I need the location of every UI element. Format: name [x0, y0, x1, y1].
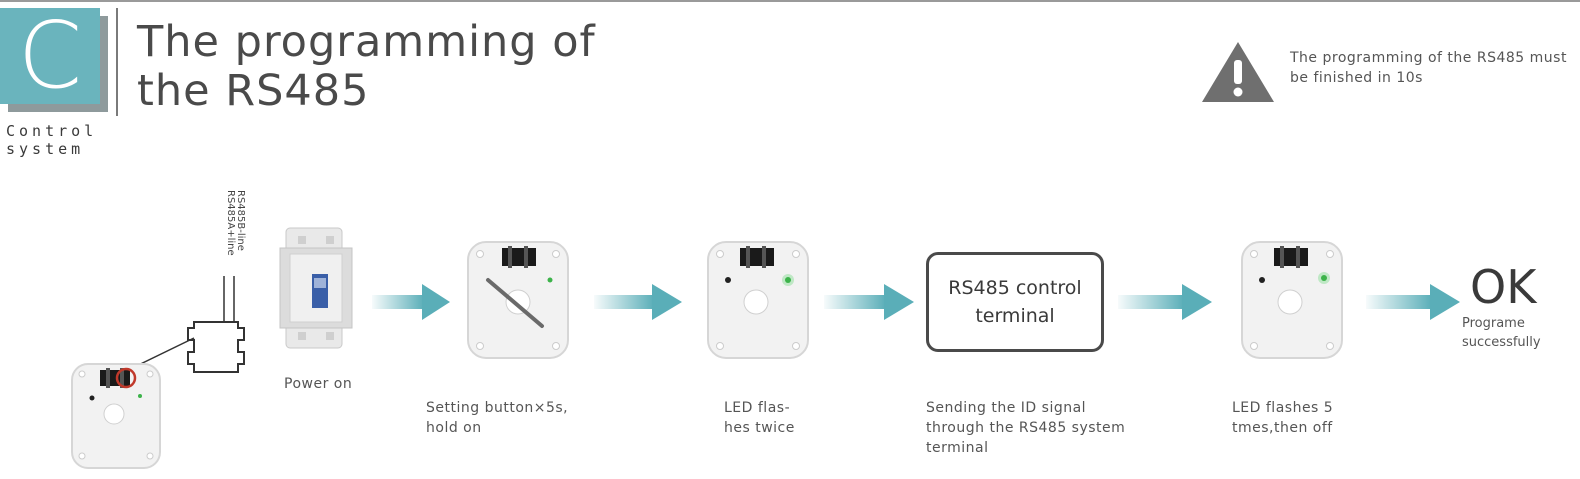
step-label-setting-button: Setting button×5s, hold on — [426, 400, 569, 436]
flow-arrow-5 — [1366, 284, 1460, 320]
flow-arrow-4 — [1118, 284, 1212, 320]
step-label-led-five: LED flashes 5 tmes,then off — [1232, 400, 1334, 436]
controller-device-setting — [467, 241, 569, 359]
warning-text: The programming of the RS485 must be fin… — [1290, 50, 1567, 86]
result-ok: OK — [1470, 260, 1537, 314]
page-title: The programming of the RS485 — [137, 17, 596, 116]
controller-device-led-twice — [707, 241, 809, 359]
warning-triangle-icon — [1202, 42, 1274, 102]
step-label-sending-id: Sending the ID signal through the RS485 … — [926, 400, 1126, 456]
header-divider — [116, 8, 118, 116]
rs485-control-terminal: RS485 control terminal — [926, 252, 1104, 352]
wire-label-a: RS485A+line — [225, 190, 236, 256]
terminal-label: RS485 control terminal — [948, 277, 1082, 327]
controller-device-wired — [71, 363, 161, 469]
step-label-power-on: Power on — [284, 376, 353, 392]
wire-label-b: RS485B-line — [235, 190, 246, 251]
flow-arrow-1 — [372, 284, 450, 320]
top-rule — [0, 0, 1580, 2]
controller-device-led-five — [1241, 241, 1343, 359]
section-label: Control system — [6, 122, 98, 158]
result-text: Programe successfully — [1462, 316, 1541, 350]
power-breaker — [279, 227, 353, 349]
section-badge: C — [0, 8, 108, 112]
step-label-led-twice: LED flas- hes twice — [724, 400, 795, 436]
flow-arrow-2 — [594, 284, 682, 320]
flow-arrow-3 — [824, 284, 914, 320]
wire-labels: RS485A+line RS485B-line — [225, 190, 246, 256]
badge-letter: C — [0, 8, 100, 104]
